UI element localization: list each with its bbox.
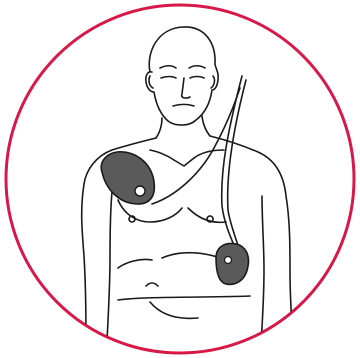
aed-pad-lower-connector bbox=[225, 257, 232, 264]
frame-ring bbox=[6, 5, 354, 353]
aed-pad-upper-connector bbox=[135, 186, 145, 196]
aed-pad-lower bbox=[216, 244, 249, 285]
